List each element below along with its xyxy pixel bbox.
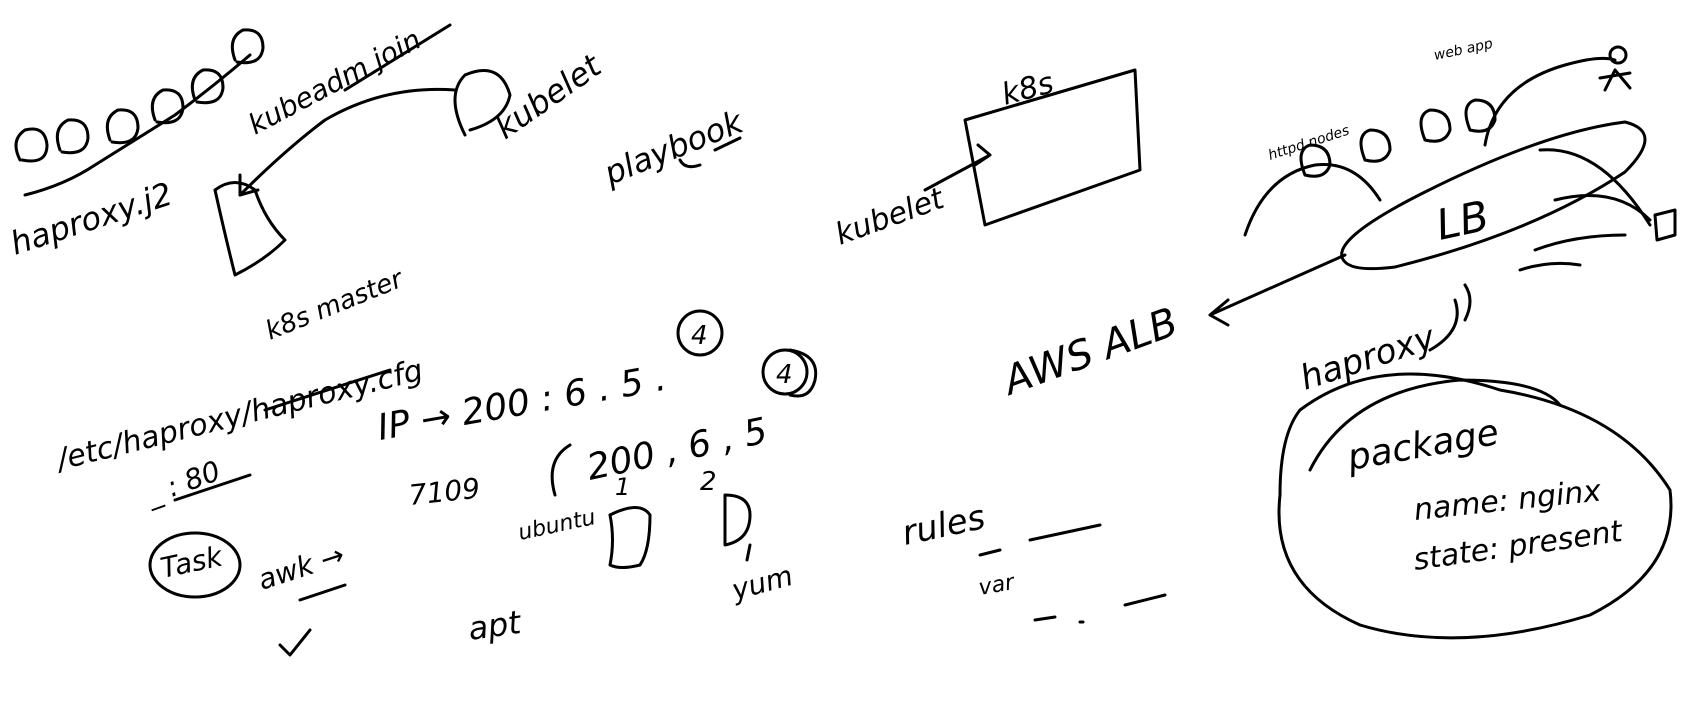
node-boxes-row	[14, 28, 265, 197]
ip-line-1-circle-label: 4	[691, 321, 708, 351]
lb-connector-4	[1553, 194, 1652, 222]
task-circle	[148, 531, 242, 599]
ubuntu-label: ubuntu	[516, 505, 598, 546]
lb-ellipse	[1340, 120, 1647, 271]
port-80-label: _ : 80	[140, 454, 224, 512]
kubelet-arrow	[923, 143, 992, 192]
k8s-master-label: k8s master	[261, 263, 409, 346]
package-blob	[1277, 372, 1673, 640]
ip-line-1-circle	[676, 309, 724, 357]
kubeadm-join-label: kubeadm join	[243, 23, 427, 142]
haproxy-cfg-path: /etc/haproxy/haproxy.cfg	[51, 353, 427, 479]
apt-label: apt	[466, 603, 525, 648]
yum-label: yum	[727, 559, 796, 607]
lb-connector-2	[1483, 56, 1617, 147]
lb-connector-3	[1538, 148, 1652, 227]
node-labels-top: httpd nodes	[1266, 123, 1351, 164]
ip-line-2-circle-label: 4	[776, 360, 793, 390]
ip-line-2: 200 , 6 , 5	[583, 411, 771, 489]
step-2-label: 2	[700, 467, 717, 497]
kubelet-left-label: kubelet	[831, 181, 950, 253]
haproxy-cfg-underline	[263, 368, 392, 412]
aws-alb-label: AWS ALB	[995, 299, 1184, 405]
kubelet-node-shape	[453, 69, 512, 137]
lb-node-boxes	[1299, 98, 1497, 178]
k8s-master-shape	[213, 181, 287, 277]
package-label: package	[1343, 412, 1501, 479]
node-labels-top-2: web app	[1433, 36, 1495, 64]
haproxy-j2-label: haproxy.j2	[6, 175, 177, 263]
k8s-box-label: k8s	[998, 65, 1057, 112]
aws-alb-arrow	[1208, 253, 1347, 327]
task-label: Task	[158, 539, 227, 585]
playbook-label: playbook	[598, 102, 750, 193]
kubeadm-join-underline	[343, 23, 452, 92]
step-1-label: 1	[615, 473, 630, 501]
ubuntu-node-shape	[608, 506, 652, 569]
kubelet-top-label: kubelet	[488, 46, 609, 147]
yum-node-shape	[723, 493, 752, 562]
ip-line-2-circle	[761, 348, 809, 396]
rules-label: rules	[899, 497, 989, 554]
lb-connector-1	[1243, 162, 1382, 237]
k8s-box	[963, 68, 1142, 227]
join-arrow	[238, 87, 457, 197]
check-mark	[278, 628, 312, 657]
lb-label: LB	[1432, 191, 1493, 250]
server-list-label: 7109	[407, 472, 481, 512]
var-label: var	[977, 570, 1018, 601]
user-icon	[1598, 45, 1632, 92]
lb-output-box	[1653, 208, 1677, 242]
